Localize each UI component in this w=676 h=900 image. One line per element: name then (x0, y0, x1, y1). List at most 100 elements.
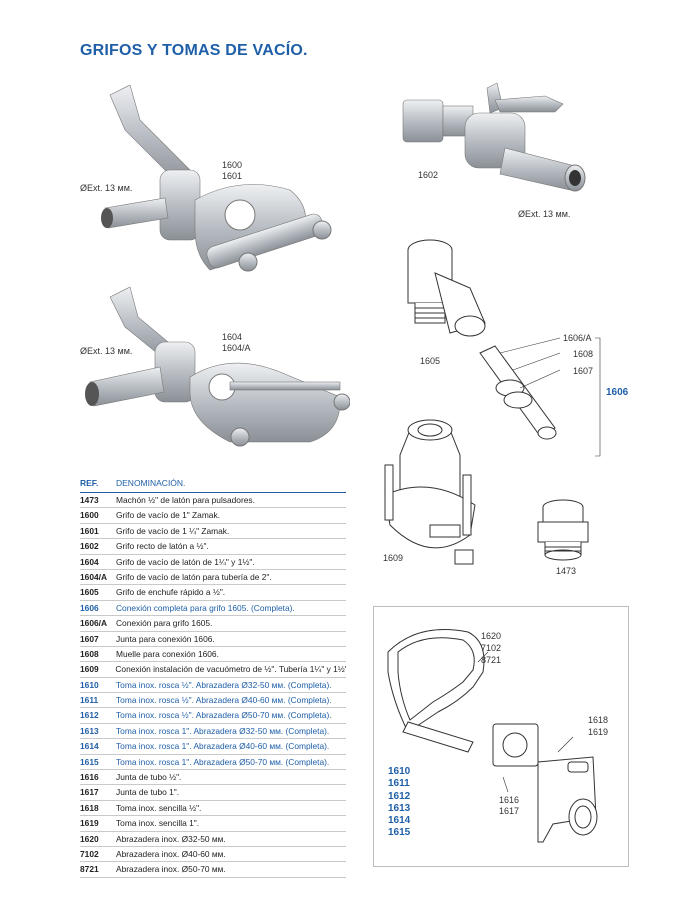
row-ref: 1604 (80, 556, 99, 567)
row-name: Toma inox. rosca 1". Abrazadera Ø40-60 м… (116, 741, 330, 752)
label-ext-1602: ØExt. 13 мм. (518, 209, 571, 219)
group-code-list: 1610 1611 1612 1613 1614 1615 (388, 766, 410, 840)
row-name: Grifo de enchufe rápido a ½". (116, 587, 226, 598)
label-1606-group: 1606 (606, 387, 629, 398)
row-name: Abrazadera inox. Ø50-70 мм. (116, 864, 226, 875)
row-ref: 1615 (80, 756, 99, 767)
drawing-1610-assembly (387, 629, 598, 843)
label-1604: 1604 (222, 332, 243, 342)
row-ref: 1606 (80, 602, 99, 613)
table-row: 8721 Abrazadera inox. Ø50-70 мм. (80, 862, 346, 878)
label-1606a: 1606/A (563, 333, 592, 343)
label-1609: 1609 (383, 553, 404, 563)
label-1618: 1618 (588, 715, 609, 725)
row-name: Muelle para conexión 1606. (116, 648, 219, 659)
table-row: 1602 Grifo recto de latón a ½". (80, 539, 346, 555)
row-name: Grifo de vacío de 1" Zamak. (116, 510, 220, 521)
label-1601: 1601 (222, 171, 243, 181)
header-name: DENOMINACIÓN. (116, 478, 186, 488)
label-1605: 1605 (420, 356, 441, 366)
row-ref: 1610 (80, 679, 99, 690)
product-photo-1602 (402, 82, 586, 192)
row-name: Toma inox. rosca 1". Abrazadera Ø32-50 м… (116, 725, 330, 736)
table-row: 1619 Toma inox. sencilla 1". (80, 816, 346, 832)
label-1617: 1617 (499, 806, 520, 816)
header-ref: REF. (80, 478, 99, 488)
row-ref: 7102 (80, 848, 99, 859)
row-name: Grifo de vacío de latón de 1¼" y 1½". (116, 556, 255, 567)
table-row: 1614 Toma inox. rosca 1". Abrazadera Ø40-… (80, 739, 346, 755)
row-name: Grifo recto de latón a ½". (116, 541, 209, 552)
row-ref: 1605 (80, 587, 99, 598)
row-name: Toma inox. rosca ½". Abrazadera Ø50-70 м… (116, 710, 332, 721)
row-ref: 1607 (80, 633, 99, 644)
label-1607: 1607 (573, 366, 594, 376)
table-row: 1605 Grifo de enchufe rápido a ½". (80, 585, 346, 601)
group-code-1611: 1611 (388, 778, 410, 790)
row-ref: 1473 (80, 495, 99, 505)
row-ref: 1606/A (80, 618, 108, 629)
label-7102: 7102 (481, 643, 502, 653)
label-1619: 1619 (588, 727, 609, 737)
row-name: Junta para conexión 1606. (116, 633, 215, 644)
drawing-1609 (384, 419, 476, 565)
row-ref: 1604/A (80, 571, 108, 582)
group-code-1610: 1610 (388, 766, 411, 777)
row-ref: 1620 (80, 833, 99, 844)
assembly-panel (373, 606, 629, 867)
table-row: 1607 Junta para conexión 1606. (80, 632, 346, 647)
row-ref: 1614 (80, 741, 99, 752)
row-name: Conexión instalación de vacuómetro de ½"… (115, 664, 346, 675)
row-ref: 1601 (80, 525, 99, 536)
row-ref: 1613 (80, 725, 99, 736)
table-row: 1608 Muelle para conexión 1606. (80, 647, 346, 663)
table-header: REF. DENOMINACIÓN. (80, 478, 346, 493)
label-ext-1604: ØExt. 13 мм. (80, 346, 133, 356)
drawing-1605-1606 (407, 239, 601, 457)
row-ref: 1608 (80, 648, 99, 659)
group-code-1615: 1615 (388, 827, 411, 839)
row-name: Machón ½" de latón para pulsadores. (116, 495, 255, 505)
table-row: 1616 Junta de tubo ½". (80, 770, 346, 786)
drawing-1473 (537, 499, 589, 561)
table-row: 1604 Grifo de vacío de latón de 1¼" y 1½"… (80, 555, 346, 570)
row-ref: 1618 (80, 802, 99, 813)
product-photo-1604 (85, 286, 350, 447)
row-name: Toma inox. rosca ½". Abrazadera Ø40-60 м… (116, 695, 332, 706)
row-name: Toma inox. sencilla 1". (116, 818, 200, 829)
row-name: Conexión completa para grifo 1605. (Comp… (116, 602, 295, 613)
row-name: Grifo de vacío de 1 ¼" Zamak. (116, 525, 230, 536)
row-name: Toma inox. rosca 1". Abrazadera Ø50-70 м… (116, 756, 330, 767)
row-name: Toma inox. rosca ½". Abrazadera Ø32-50 м… (116, 679, 332, 690)
row-ref: 1619 (80, 818, 99, 829)
label-1600: 1600 (222, 160, 243, 170)
row-ref: 8721 (80, 864, 99, 875)
table-row: 1615 Toma inox. rosca 1". Abrazadera Ø50-… (80, 755, 346, 771)
table-row: 1613 Toma inox. rosca 1". Abrazadera Ø32-… (80, 724, 346, 740)
table-row: 1610 Toma inox. rosca ½". Abrazadera Ø32-… (80, 678, 346, 694)
row-name: Junta de tubo 1". (116, 787, 180, 798)
row-ref: 1616 (80, 772, 99, 783)
label-1608: 1608 (573, 349, 594, 359)
reference-table: REF. DENOMINACIÓN. 1473 Machón ½" de lató… (80, 478, 346, 878)
table-row: 1604/A Grifo de vacío de latón para tuber… (80, 570, 346, 586)
label-1602: 1602 (418, 170, 439, 180)
table-row: 1611 Toma inox. rosca ½". Abrazadera Ø40-… (80, 693, 346, 709)
row-ref: 1611 (80, 695, 99, 706)
row-name: Junta de tubo ½". (116, 772, 182, 783)
label-1604a: 1604/A (222, 343, 251, 353)
row-name: Grifo de vacío de latón para tubería de … (116, 571, 272, 582)
group-code-1612: 1612 (388, 790, 411, 802)
table-row: 1473 Machón ½" de latón para pulsadores. (80, 493, 346, 509)
group-code-1614: 1614 (388, 815, 411, 827)
label-1616: 1616 (499, 795, 520, 805)
row-ref: 1602 (80, 541, 99, 552)
row-name: Conexión para grifo 1605. (116, 618, 213, 629)
